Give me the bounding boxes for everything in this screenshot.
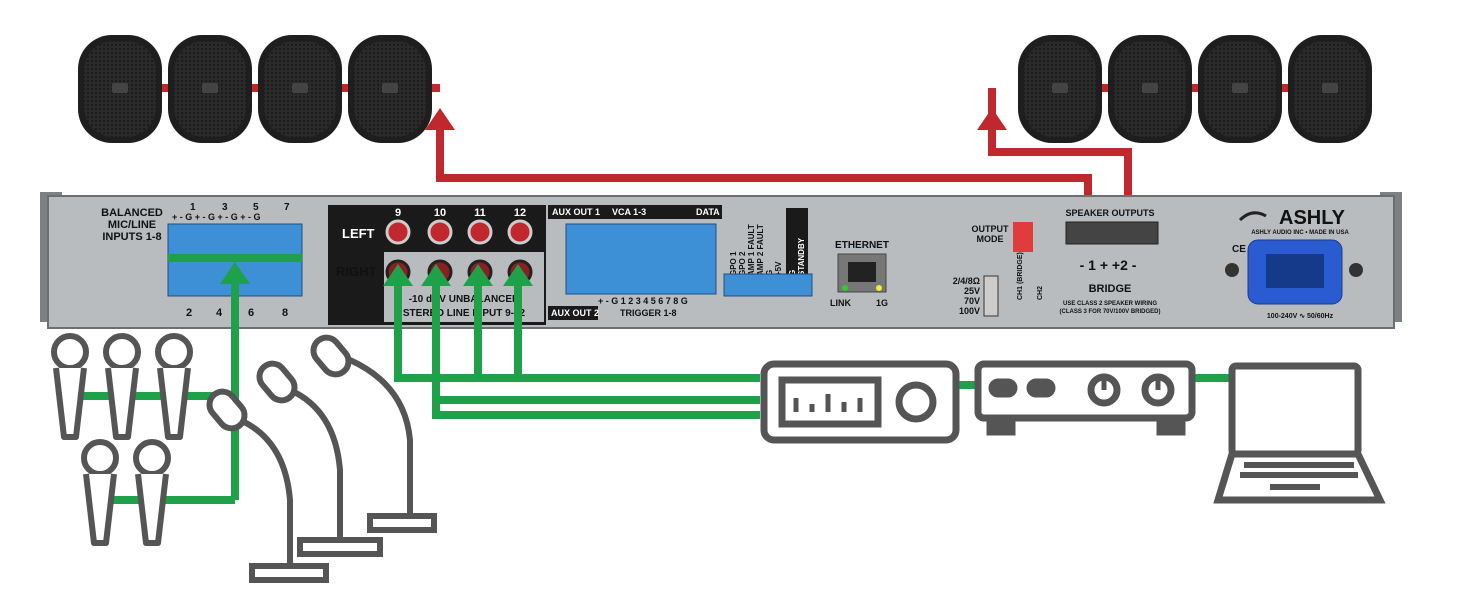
signal-arrows — [220, 262, 533, 286]
arrow-up-icon — [503, 264, 533, 286]
gpo-labels: GPO 1 GPO 2 AMP 1 FAULT AMP 2 FAULT G +5… — [729, 208, 808, 276]
svg-text:RIGHT: RIGHT — [336, 264, 377, 279]
svg-text:CH2: CH2 — [1037, 286, 1044, 300]
gooseneck-mic-icon — [206, 388, 329, 583]
svg-text:+ - G + - G + - G + - G: + - G + - G + - G + - G — [172, 212, 261, 222]
svg-text:2: 2 — [186, 307, 192, 319]
svg-text:ETHERNET: ETHERNET — [835, 240, 889, 251]
svg-text:10: 10 — [434, 207, 446, 219]
speaker — [78, 35, 162, 143]
ashly-logo-icon — [1238, 211, 1267, 222]
svg-text:AMP 2 FAULT: AMP 2 FAULT — [756, 224, 765, 276]
svg-text:AMP 1 FAULT: AMP 1 FAULT — [747, 224, 756, 276]
svg-text:1: 1 — [190, 202, 196, 213]
svg-text:11: 11 — [474, 207, 486, 219]
svg-text:LINK: LINK — [830, 298, 851, 308]
svg-text:3: 3 — [222, 202, 228, 213]
svg-text:DATA: DATA — [696, 207, 720, 217]
svg-text:-10 dBV UNBALANCED: -10 dBV UNBALANCED — [409, 294, 520, 305]
svg-text:+5V: +5V — [774, 261, 783, 276]
speaker — [1198, 35, 1282, 143]
signal-wiring — [70, 254, 1230, 504]
speaker — [1108, 35, 1192, 143]
arrow-up-icon — [220, 262, 250, 284]
gooseneck-mic-icon — [310, 334, 437, 533]
gooseneck-microphones — [206, 334, 437, 583]
svg-text:25V: 25V — [964, 286, 980, 296]
svg-text:INPUTS 1-8: INPUTS 1-8 — [102, 231, 161, 243]
brand-logo: ASHLY — [1279, 207, 1346, 229]
laptop-icon — [1213, 362, 1386, 504]
svg-text:- 1 + +2 -: - 1 + +2 - — [1080, 257, 1137, 273]
media-player-icon — [974, 360, 1196, 436]
svg-text:OUTPUT: OUTPUT — [972, 224, 1010, 234]
arrow-up-icon — [421, 264, 451, 286]
svg-text:MODE: MODE — [977, 234, 1004, 244]
svg-text:AUX OUT 2: AUX OUT 2 — [551, 308, 599, 318]
arrow-up-icon — [463, 264, 493, 286]
svg-text:LEFT: LEFT — [342, 226, 375, 241]
gpo-terminal-block[interactable] — [723, 273, 813, 297]
speaker — [168, 35, 252, 143]
speaker — [348, 35, 432, 143]
svg-text:70V: 70V — [964, 296, 980, 306]
svg-text:1G: 1G — [876, 298, 888, 308]
speaker — [258, 35, 342, 143]
svg-text:STANDBY: STANDBY — [797, 237, 806, 276]
svg-text:BRIDGE: BRIDGE — [1089, 283, 1132, 295]
handheld-microphones — [54, 336, 190, 543]
svg-text:AUX OUT 1: AUX OUT 1 — [552, 207, 600, 217]
arrow-up-icon — [425, 108, 455, 130]
microphone-icon — [84, 442, 116, 543]
svg-text:5: 5 — [253, 202, 259, 213]
svg-text:TRIGGER 1-8: TRIGGER 1-8 — [620, 308, 677, 318]
svg-text:7: 7 — [284, 202, 290, 213]
svg-text:12: 12 — [514, 207, 526, 219]
svg-text:G: G — [788, 270, 797, 276]
svg-text:STEREO LINE INPUT 9-12: STEREO LINE INPUT 9-12 — [403, 308, 526, 319]
speaker — [1288, 35, 1372, 143]
svg-text:GPO 1: GPO 1 — [729, 251, 738, 276]
svg-text:4: 4 — [216, 307, 223, 319]
arrow-up-icon — [977, 108, 1007, 130]
inputs-label: BALANCED — [101, 207, 163, 219]
svg-text:100V: 100V — [959, 306, 980, 316]
microphone-icon — [136, 442, 168, 543]
svg-text:CE: CE — [1232, 244, 1246, 255]
output-mode-jumper[interactable] — [983, 275, 999, 317]
arrow-up-icon — [383, 264, 413, 286]
svg-text:VCA 1-3: VCA 1-3 — [612, 207, 646, 217]
svg-text:GPO 2: GPO 2 — [738, 251, 747, 276]
svg-text:G: G — [765, 270, 774, 276]
dip-switch[interactable] — [1013, 222, 1033, 252]
svg-text:8: 8 — [282, 307, 288, 319]
svg-text:SPEAKER OUTPUTS: SPEAKER OUTPUTS — [1065, 208, 1154, 218]
svg-text:2/4/8Ω: 2/4/8Ω — [953, 276, 980, 286]
svg-text:+ - G 1 2 3 4 5 6 7 8 G: + - G 1 2 3 4 5 6 7 8 G — [598, 296, 688, 306]
control-terminal-block[interactable] — [565, 223, 717, 295]
microphone-icon — [106, 336, 138, 437]
svg-text:CH1 (BRIDGE): CH1 (BRIDGE) — [1017, 252, 1024, 300]
svg-text:6: 6 — [248, 307, 254, 319]
svg-text:USE CLASS 2 SPEAKER WIRING: USE CLASS 2 SPEAKER WIRING — [1063, 301, 1157, 307]
svg-text:100-240V ∿ 50/60Hz: 100-240V ∿ 50/60Hz — [1267, 313, 1334, 320]
svg-text:MIC/LINE: MIC/LINE — [108, 219, 156, 231]
svg-text:9: 9 — [395, 207, 401, 219]
svg-text:(CLASS 3 FOR 70V/100V BRIDGED): (CLASS 3 FOR 70V/100V BRIDGED) — [1059, 309, 1160, 315]
speaker-output-terminal[interactable] — [1065, 221, 1159, 245]
gooseneck-mic-icon — [256, 360, 383, 557]
mixer-icon — [760, 360, 960, 444]
speaker — [1018, 35, 1102, 143]
microphone-icon — [158, 336, 190, 437]
svg-text:ASHLY AUDIO INC • MADE IN USA: ASHLY AUDIO INC • MADE IN USA — [1251, 230, 1349, 236]
microphone-icon — [54, 336, 86, 437]
